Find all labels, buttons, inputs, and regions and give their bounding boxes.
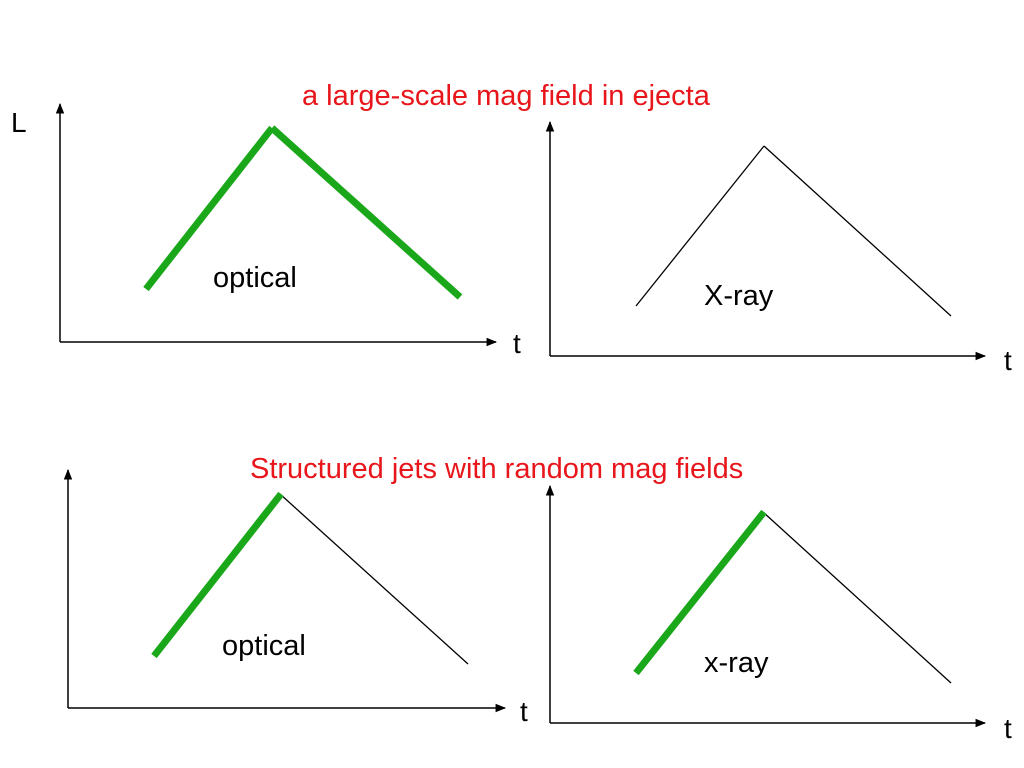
band-label-bottom-left: optical (222, 630, 306, 662)
panel-bottom-left (63, 468, 507, 713)
panel-bottom-right (545, 484, 987, 728)
rise-segment-optical (143, 125, 275, 292)
panel-top-right (545, 120, 987, 361)
band-label-top-right: X-ray (704, 280, 774, 312)
title-top: a large-scale mag field in ejecta (302, 80, 710, 112)
x-axis-label-top-left: t (513, 328, 521, 359)
decay-segment-xray (763, 145, 952, 317)
band-label-bottom-right: x-ray (704, 647, 769, 679)
x-axis-label-bottom-left: t (520, 696, 528, 727)
panel-top-left (55, 102, 498, 347)
x-axis-label-bottom-right: t (1004, 713, 1012, 744)
title-bottom: Structured jets with random mag fields (250, 453, 744, 485)
rise-segment-xray-bottom (633, 509, 767, 676)
decay-segment-optical-thin (279, 493, 469, 665)
rise-segment-optical-bottom (151, 491, 284, 659)
decay-segment-optical (269, 125, 463, 300)
y-axis-label-top-left: L (11, 107, 27, 138)
rise-segment-xray (635, 145, 765, 307)
decay-segment-xray-thin (762, 511, 952, 684)
x-axis-label-top-right: t (1004, 345, 1012, 376)
band-label-top-left: optical (213, 262, 297, 294)
